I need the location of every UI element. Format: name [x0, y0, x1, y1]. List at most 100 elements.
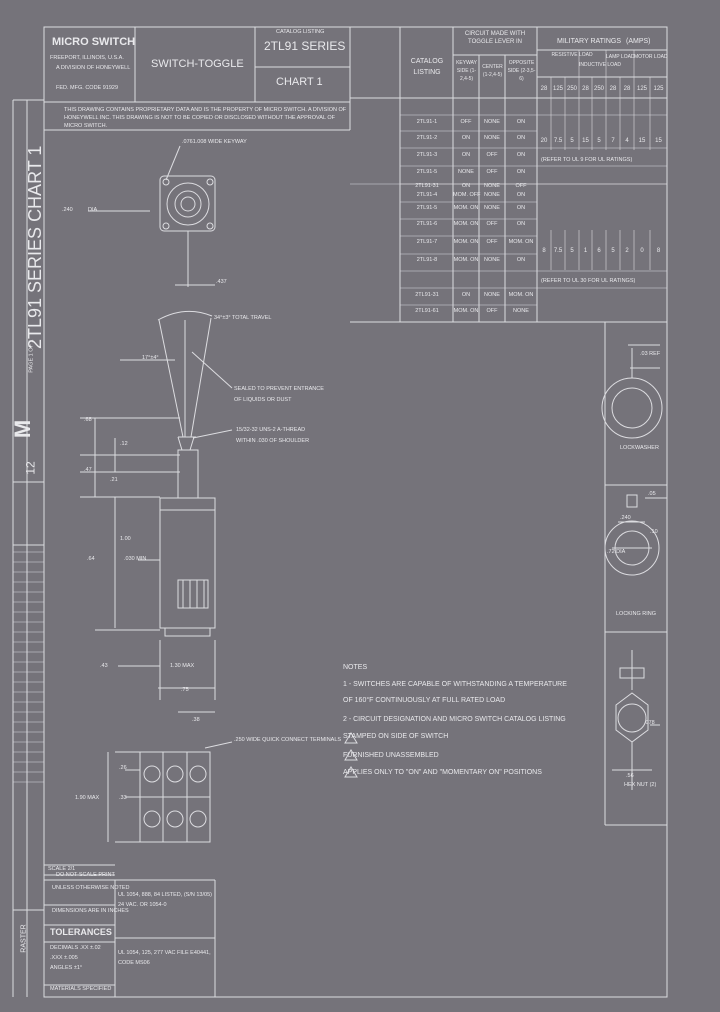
scale-label: SCALE 2/1 [48, 866, 76, 872]
table-cell-o: ON [516, 152, 526, 158]
ring-dim-05: .05 [648, 491, 656, 497]
table-cell-cat: 2TL91-7 [416, 239, 438, 245]
table-cell-cat: 2TL91-61 [415, 308, 439, 314]
table-cell-k: NONE [458, 169, 474, 175]
rating-2-2: 5 [570, 248, 574, 254]
table-cell-c: OFF [486, 239, 498, 245]
table-cell-o: MOM. ON [508, 292, 534, 298]
table-cell-cat: 2TL91-3 [416, 152, 438, 158]
note-thread: 15/32-32 UNS-2 A-THREAD WITHIN .030 OF S… [236, 427, 310, 444]
dim-437: .437 [216, 279, 227, 285]
hexnut-dim-078: .078 [644, 720, 655, 726]
rating-header-0: 28 [540, 86, 548, 92]
rating-1-1: 7.5 [553, 138, 563, 144]
ul-block-2: UL 1054, 125, 277 VAC FILE E40441, CODE … [118, 950, 211, 966]
table-cell-cat: 2TL91-5 [416, 169, 438, 175]
raster-label: RASTER [20, 924, 28, 953]
lockwasher-dim: .03 REF [640, 351, 661, 357]
dim-26: .26 [119, 765, 127, 771]
dim-68: .68 [84, 417, 92, 423]
table-cell-k: OFF [460, 119, 472, 125]
rating-header-8: 125 [653, 86, 664, 92]
inductive-load-label: INDUCTIVE LOAD [579, 62, 621, 68]
table-cell-c: NONE [484, 292, 500, 298]
dims-inches: DIMENSIONS ARE IN INCHES [52, 908, 129, 914]
col-keyway-side: KEYWAY SIDE (1-2,4-5) [456, 60, 477, 82]
rating-2-6: 2 [625, 248, 629, 254]
side-12: 12 [23, 461, 38, 475]
rating-1-3: 15 [582, 138, 589, 144]
col-circuit-made: CIRCUIT MADE WITH TOGGLE LEVER IN [464, 31, 526, 45]
table-cell-o: ON [516, 192, 526, 198]
rating-header-5: 28 [609, 86, 617, 92]
dim-75: .75 [181, 687, 189, 693]
table-cell-o: MOM. ON [508, 239, 534, 245]
dim-130: 1.30 MAX [170, 663, 195, 669]
ring-dim-dia: .72 DIA [607, 549, 626, 555]
dim-64: .64 [87, 556, 95, 562]
tol-row-1: DECIMALS .XX ±.02 [50, 945, 101, 951]
company-address: FREEPORT, ILLINOIS, U.S.A. [50, 55, 124, 61]
table-cell-o: ON [516, 221, 526, 227]
dim-angle: 17°±4° [142, 355, 159, 361]
dim-travel: 34°±3° TOTAL TRAVEL [214, 315, 272, 321]
rating-header-7: 125 [636, 86, 647, 92]
rating-header-4: 250 [593, 86, 604, 92]
rating-2-4: 6 [597, 248, 601, 254]
tol-row-3: ANGLES ±1° [50, 965, 83, 971]
note-sealed: SEALED TO PREVENT ENTRANCE OF LIQUIDS OR… [234, 386, 324, 403]
side-letter: M [10, 419, 36, 439]
table-cell-k: ON [461, 135, 471, 141]
table-cell-c: OFF [486, 169, 498, 175]
col-center: CENTER (1-2,4-5) [482, 64, 503, 78]
table-cell-o: OFF [515, 183, 527, 189]
dim-190: 1.90 MAX [75, 795, 100, 801]
table-cell-o: ON [516, 119, 526, 125]
dim-keyway: .0761.008 WIDE KEYWAY [182, 139, 247, 145]
resistive-load-label: RESISTIVE LOAD [551, 52, 593, 58]
dim-21: .21 [110, 477, 118, 483]
note-2b: STAMPED ON SIDE OF SWITCH [343, 733, 449, 740]
dim-030: .030 MIN [124, 556, 147, 562]
lockwasher-label: LOCKWASHER [620, 445, 659, 451]
note-4: APPLIES ONLY TO "ON" AND "MOMENTARY ON" … [343, 769, 542, 776]
rating-1-6: 4 [625, 138, 629, 144]
dim-43: .43 [100, 663, 108, 669]
table-cell-c: OFF [486, 221, 498, 227]
table-cell-cat: 2TL91-2 [416, 135, 438, 141]
motor-load-label: MOTOR LOAD [634, 54, 668, 60]
table-cell-o: ON [516, 257, 526, 263]
rating-2-7: 0 [640, 248, 644, 254]
table-cell-cat: 2TL91-5 [416, 205, 438, 211]
table-cell-o: ON [516, 169, 526, 175]
proprietary-notice: THIS DRAWING CONTAINS PROPRIETARY DATA A… [64, 107, 347, 129]
table-cell-c: NONE [484, 135, 500, 141]
company-division: A DIVISION OF HONEYWELL [56, 65, 131, 71]
amps-label: (AMPS) [626, 38, 651, 45]
col-catalog-listing: CATALOG LISTING [410, 58, 444, 76]
dim-240: .240 [62, 207, 73, 213]
table-cell-o: NONE [513, 308, 529, 314]
table-cell-c: NONE [484, 205, 500, 211]
table-cell-k: MOM. ON [453, 308, 479, 314]
rating-1-8: 15 [655, 138, 662, 144]
rating-1-5: 7 [611, 138, 615, 144]
table-cell-cat: 2TL91-4 [416, 192, 438, 198]
table-cell-k: MOM. ON [453, 257, 479, 263]
military-ratings-label: MILITARY RATINGS [557, 38, 622, 45]
table-cell-cat: 2TL91-31 [415, 183, 439, 189]
dim-47: .47 [84, 467, 92, 473]
table-cell-o: ON [516, 205, 526, 211]
tol-row-2: .XXX ±.005 [50, 955, 78, 961]
table-cell-k: MOM. ON [453, 205, 479, 211]
unless-noted: UNLESS OTHERWISE NOTED [52, 885, 130, 891]
ring-dim-240: .240 [620, 515, 631, 521]
rating-note-1: (REFER TO UL 9 FOR UL RATINGS) [541, 157, 633, 163]
rating-1-2: 5 [570, 138, 574, 144]
rating-1-7: 15 [638, 138, 646, 144]
table-cell-cat: 2TL91-31 [415, 292, 439, 298]
rating-header-6: 28 [623, 86, 631, 92]
rating-header-2: 250 [566, 86, 577, 92]
do-not-scale: DO NOT SCALE PRINT [56, 872, 115, 878]
